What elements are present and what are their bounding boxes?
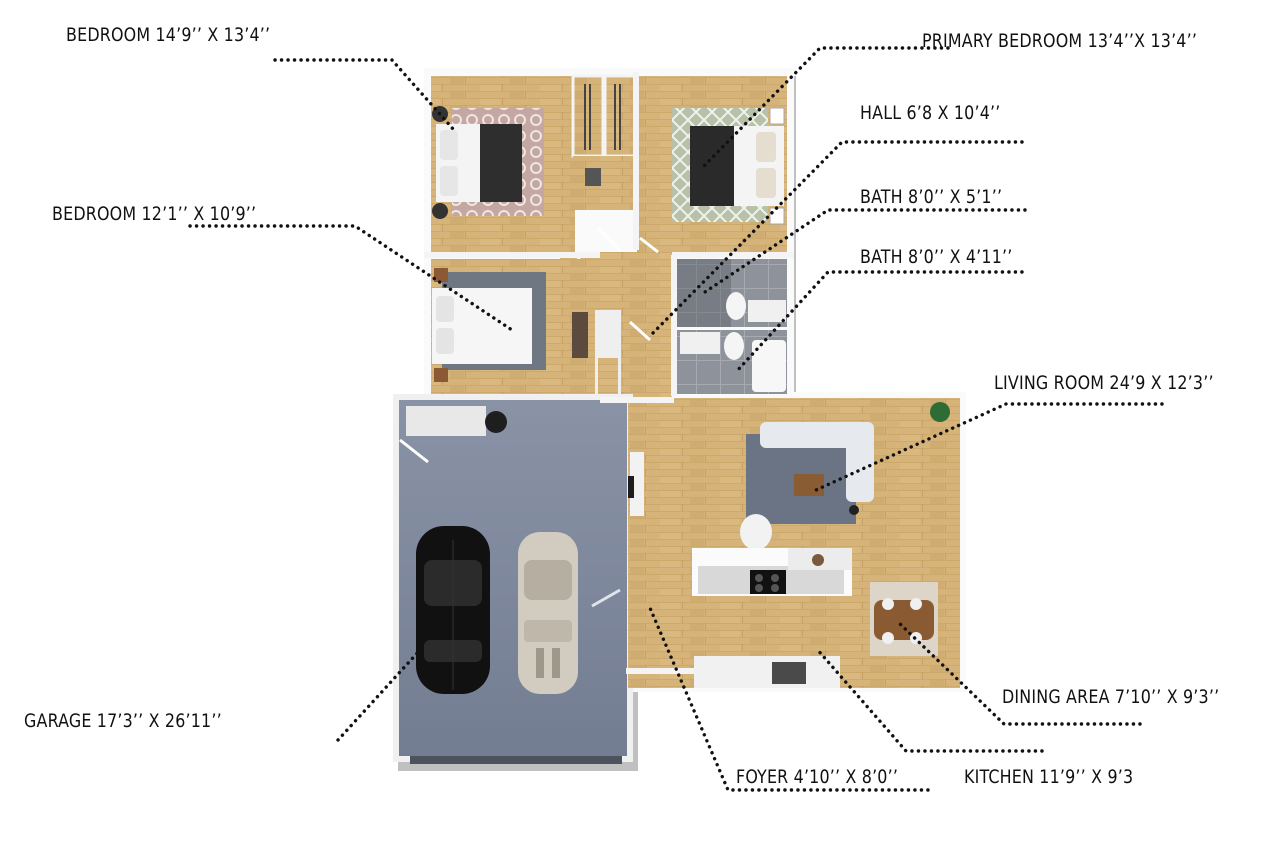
label-kitchen: KITCHEN 11’9’’ X 9’3 xyxy=(964,766,1134,788)
label-bedroom-3: BEDROOM 12’1’’ X 10’9’’ xyxy=(52,203,257,225)
pillow xyxy=(756,132,776,162)
interior-walls xyxy=(424,72,794,403)
sink xyxy=(772,662,806,684)
bedroom-2-blanket xyxy=(480,124,522,202)
pillow xyxy=(756,168,776,198)
nightstand xyxy=(769,207,785,225)
label-primary-bedroom: PRIMARY BEDROOM 13’4’’X 13’4’’ xyxy=(922,30,1198,52)
label-bath-1: BATH 8’0’’ X 5’1’’ xyxy=(860,186,1003,208)
pillow xyxy=(436,296,454,322)
side-table xyxy=(849,505,859,515)
nightstand xyxy=(434,368,448,382)
tv-stand xyxy=(630,452,644,516)
silver-car xyxy=(518,532,578,694)
label-living-room: LIVING ROOM 24’9 X 12’3’’ xyxy=(994,372,1214,394)
coffee-table xyxy=(794,474,824,496)
vanity xyxy=(680,332,720,354)
bathtub xyxy=(752,340,786,392)
pillow xyxy=(440,166,458,196)
vanity xyxy=(748,300,786,322)
label-foyer: FOYER 4’10’’ X 8’0’’ xyxy=(736,766,899,788)
toilet xyxy=(726,292,746,320)
plant xyxy=(930,402,950,422)
closet-hangers xyxy=(584,84,621,150)
toilet xyxy=(724,332,744,360)
closet-lower xyxy=(573,156,635,210)
black-car xyxy=(416,526,490,694)
label-hall: HALL 6’8 X 10’4’’ xyxy=(860,102,1001,124)
dining-table xyxy=(874,600,934,640)
dresser xyxy=(572,312,588,358)
tv xyxy=(628,476,634,498)
foyer-floor xyxy=(628,560,698,670)
nightstand xyxy=(434,268,448,282)
trash-bin xyxy=(485,411,507,433)
shelf xyxy=(585,168,601,186)
leader-lines xyxy=(188,46,1164,792)
cooktop xyxy=(750,570,786,594)
dining-chairs xyxy=(882,598,922,644)
pillow xyxy=(436,328,454,354)
fruit-bowl xyxy=(812,554,824,566)
sofa-chaise xyxy=(846,440,874,502)
label-garage: GARAGE 17’3’’ X 26’11’’ xyxy=(24,710,222,732)
label-dining-area: DINING AREA 7’10’’ X 9’3’’ xyxy=(1002,686,1220,708)
garage-door xyxy=(410,756,622,764)
label-bath-2: BATH 8’0’’ X 4’11’’ xyxy=(860,246,1013,268)
nightstand-lamp xyxy=(432,203,448,219)
accent-chair xyxy=(740,514,772,550)
garage-cabinets xyxy=(406,406,486,436)
label-bedroom-2: BEDROOM 14’9’’ X 13’4’’ xyxy=(66,24,271,46)
kitchen-counter xyxy=(694,656,840,688)
nightstand xyxy=(769,107,785,125)
sofa xyxy=(760,422,874,448)
primary-blanket xyxy=(690,126,734,206)
pillow xyxy=(440,130,458,160)
